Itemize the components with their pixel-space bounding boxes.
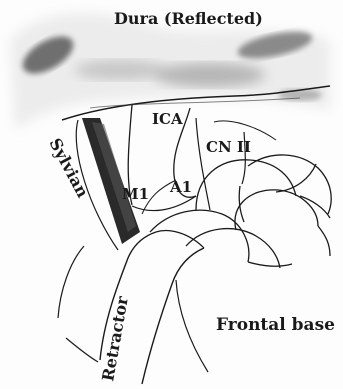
label-sylvian: Sylvian bbox=[45, 135, 92, 201]
frontal-base bbox=[58, 246, 208, 372]
label-ica: ICA bbox=[152, 110, 183, 128]
label-dura: Dura (Reflected) bbox=[114, 9, 263, 28]
label-cn2: CN II bbox=[206, 138, 251, 156]
label-frontal-base: Frontal base bbox=[216, 315, 335, 335]
frontal-lobe bbox=[150, 155, 331, 268]
label-m1: M1 bbox=[122, 185, 149, 203]
optic-nerve bbox=[196, 118, 276, 210]
label-a1: A1 bbox=[169, 178, 192, 196]
